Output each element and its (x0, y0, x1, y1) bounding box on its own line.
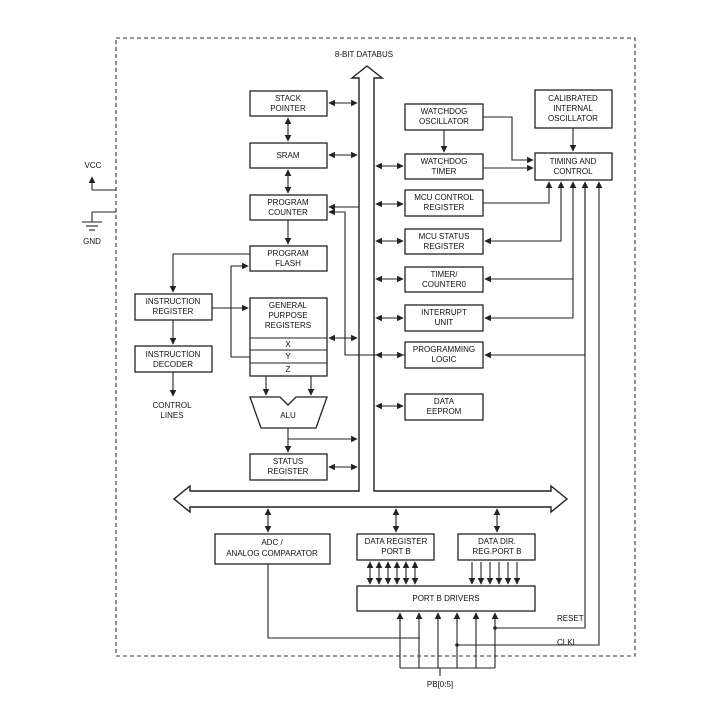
timer-counter-block: TIMER/ COUNTER0 (404, 266, 484, 293)
svg-text:PROGRAMMING: PROGRAMMING (413, 345, 475, 354)
svg-text:SRAM: SRAM (276, 151, 299, 160)
svg-text:COUNTER: COUNTER (268, 208, 308, 217)
svg-text:DATA REGISTER: DATA REGISTER (365, 537, 428, 546)
data-eeprom-block: DATA EEPROM (404, 393, 484, 421)
gpr-block: GENERAL PURPOSE REGISTERS X Y Z (249, 297, 328, 377)
svg-text:X: X (285, 340, 291, 349)
svg-text:INSTRUCTION: INSTRUCTION (146, 350, 201, 359)
svg-text:TIMER/: TIMER/ (430, 270, 458, 279)
svg-text:STATUS: STATUS (273, 457, 303, 466)
svg-text:WATCHDOG: WATCHDOG (421, 107, 468, 116)
stack-pointer-block: STACK POINTER (249, 90, 328, 117)
svg-text:PROGRAM: PROGRAM (267, 198, 309, 207)
timing-control-block: TIMING AND CONTROL (534, 152, 613, 181)
data-register-portb-block: DATA REGISTER PORT B (356, 533, 435, 561)
watchdog-oscillator-block: WATCHDOG OSCILLATOR (404, 103, 484, 131)
svg-text:CONTROL: CONTROL (553, 167, 593, 176)
svg-text:PURPOSE: PURPOSE (268, 311, 307, 320)
svg-text:LINES: LINES (160, 411, 183, 420)
gnd-label: GND (83, 237, 101, 246)
svg-text:ADC /: ADC / (261, 538, 283, 547)
svg-text:REGISTER: REGISTER (268, 467, 309, 476)
databus-vertical (172, 65, 569, 514)
svg-text:ANALOG COMPARATOR: ANALOG COMPARATOR (226, 549, 318, 558)
svg-text:REGISTER: REGISTER (153, 307, 194, 316)
svg-text:CALIBRATED: CALIBRATED (548, 94, 598, 103)
svg-text:GENERAL: GENERAL (269, 301, 308, 310)
program-counter-block: PROGRAM COUNTER (249, 194, 328, 221)
pins-label: PB[0:5] (427, 680, 453, 689)
svg-text:INSTRUCTION: INSTRUCTION (146, 297, 201, 306)
watchdog-timer-block: WATCHDOG TIMER (404, 153, 484, 180)
calibrated-oscillator-block: CALIBRATED INTERNAL OSCILLATOR (534, 89, 613, 129)
svg-text:MCU CONTROL: MCU CONTROL (414, 193, 474, 202)
svg-text:ALU: ALU (280, 411, 296, 420)
svg-text:REGISTER: REGISTER (424, 242, 465, 251)
svg-text:REGISTER: REGISTER (424, 203, 465, 212)
programming-logic-block: PROGRAMMING LOGIC (404, 341, 484, 369)
svg-text:INTERNAL: INTERNAL (553, 104, 593, 113)
svg-text:MCU STATUS: MCU STATUS (419, 232, 470, 241)
svg-text:OSCILLATOR: OSCILLATOR (548, 114, 598, 123)
connections (169, 99, 603, 676)
chip-boundary (115, 37, 636, 657)
svg-text:INTERRUPT: INTERRUPT (421, 308, 467, 317)
clki-label: CLKI (557, 638, 575, 647)
svg-text:OSCILLATOR: OSCILLATOR (419, 117, 469, 126)
svg-text:TIMING AND: TIMING AND (550, 157, 597, 166)
vcc-label: VCC (85, 161, 102, 170)
svg-text:EEPROM: EEPROM (427, 407, 462, 416)
sram-block: SRAM (249, 142, 328, 169)
svg-text:CONTROL: CONTROL (152, 401, 192, 410)
adc-block: ADC / ANALOG COMPARATOR (214, 533, 331, 565)
svg-text:REGISTERS: REGISTERS (265, 321, 311, 330)
svg-text:TIMER: TIMER (432, 167, 457, 176)
interrupt-unit-block: INTERRUPT UNIT (404, 304, 484, 332)
svg-text:DECODER: DECODER (153, 360, 193, 369)
svg-text:POINTER: POINTER (270, 104, 306, 113)
status-register-block: STATUS REGISTER (249, 453, 328, 481)
svg-text:FLASH: FLASH (275, 259, 301, 268)
svg-text:STACK: STACK (275, 94, 302, 103)
reset-label: RESET (557, 614, 584, 623)
svg-text:LOGIC: LOGIC (432, 355, 457, 364)
portb-drivers-block: PORT B DRIVERS (356, 585, 536, 612)
instruction-decoder-block: INSTRUCTION DECODER (134, 345, 213, 373)
svg-text:Z: Z (286, 365, 291, 374)
gnd-symbol: GND (82, 211, 116, 246)
svg-text:PORT B DRIVERS: PORT B DRIVERS (412, 594, 479, 603)
control-lines-label: CONTROL LINES (152, 401, 192, 420)
program-flash-block: PROGRAM FLASH (249, 245, 328, 272)
alu-block: ALU (249, 396, 328, 429)
svg-text:UNIT: UNIT (435, 318, 454, 327)
mcu-status-register-block: MCU STATUS REGISTER (404, 228, 484, 255)
databus-label: 8-BIT DATABUS (335, 50, 393, 59)
vcc-symbol: VCC (85, 161, 116, 191)
svg-text:WATCHDOG: WATCHDOG (421, 157, 468, 166)
svg-text:DATA: DATA (434, 397, 455, 406)
svg-text:Y: Y (285, 352, 291, 361)
svg-text:DATA DIR.: DATA DIR. (478, 537, 516, 546)
mcu-control-register-block: MCU CONTROL REGISTER (404, 189, 484, 217)
instruction-register-block: INSTRUCTION REGISTER (134, 293, 213, 321)
svg-text:REG.PORT B: REG.PORT B (472, 547, 521, 556)
data-dir-portb-block: DATA DIR. REG.PORT B (457, 533, 536, 561)
svg-text:PORT B: PORT B (381, 547, 411, 556)
svg-text:COUNTER0: COUNTER0 (422, 280, 467, 289)
svg-text:PROGRAM: PROGRAM (267, 249, 309, 258)
